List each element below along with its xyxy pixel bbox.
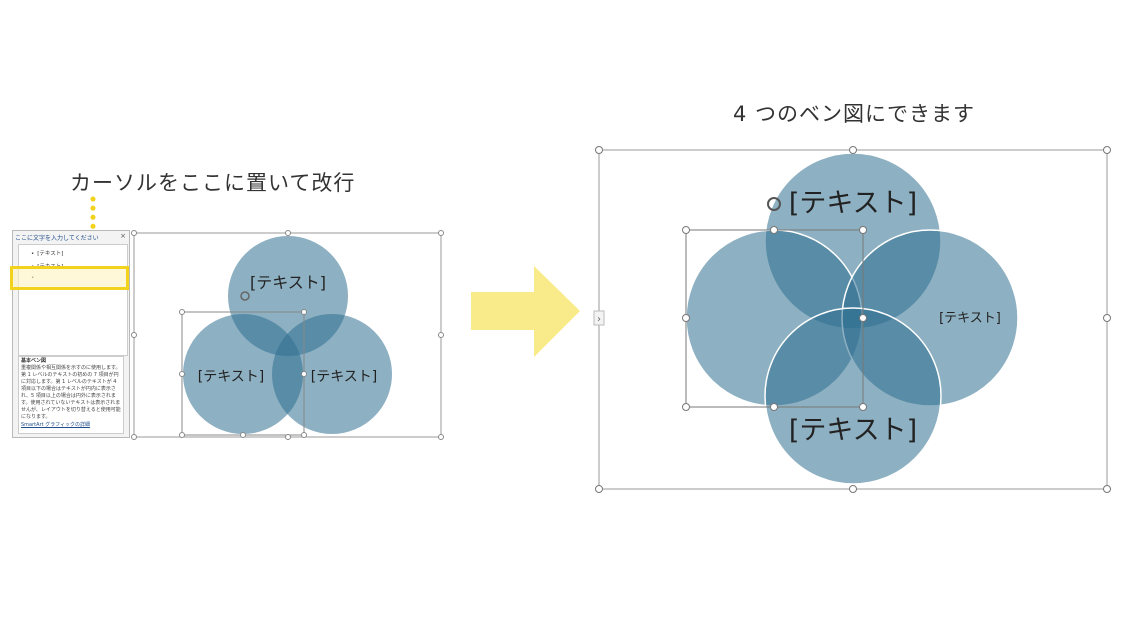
arrow-right-icon [471,266,580,357]
text-pane: ここに文字を入力してください × [テキスト] [テキスト] 基本ベン図 重複関… [12,230,130,438]
venn-circle[interactable] [764,307,942,485]
rotate-icon[interactable] [767,197,781,211]
details-link[interactable]: SmartArt グラフィックの詳細 [21,422,91,428]
description-box: 基本ベン図 重複関係や相互関係を示すのに使用します。第 1 レベルのテキストの初… [18,356,124,434]
venn-label[interactable]: [テキスト] [789,415,917,446]
venn-label[interactable]: [テキスト] [250,273,326,292]
chevron-right-icon[interactable]: › [597,314,601,325]
venn-label[interactable]: [テキスト] [939,311,1001,326]
rotate-icon[interactable] [240,291,250,301]
expand-text-pane-button[interactable] [593,310,605,326]
venn-circle[interactable] [272,314,392,434]
description-text: 重複関係や相互関係を示すのに使用します。第 1 レベルのテキストの初めの 7 項… [21,365,121,420]
venn-label[interactable]: [テキスト] [198,369,265,385]
text-pane-title: ここに文字を入力してください [15,235,99,242]
venn-label[interactable]: [テキスト] [311,369,378,385]
venn-label[interactable]: [テキスト] [789,188,917,219]
list-item[interactable]: [テキスト] [31,249,63,257]
right-caption: 4 つのベン図にできます [733,102,976,126]
text-pane-list[interactable]: [テキスト] [テキスト] [18,244,128,356]
left-venn[interactable]: [テキスト] [テキスト] [テキスト] [131,230,444,440]
cursor-highlight [10,266,129,290]
right-venn[interactable]: › [テキスト] [テキスト] [テキスト] [593,146,1111,493]
venn-circle[interactable] [183,314,303,434]
close-icon[interactable]: × [120,232,126,240]
description-title: 基本ベン図 [21,358,47,364]
left-caption: カーソルをここに置いて改行 [70,171,356,195]
